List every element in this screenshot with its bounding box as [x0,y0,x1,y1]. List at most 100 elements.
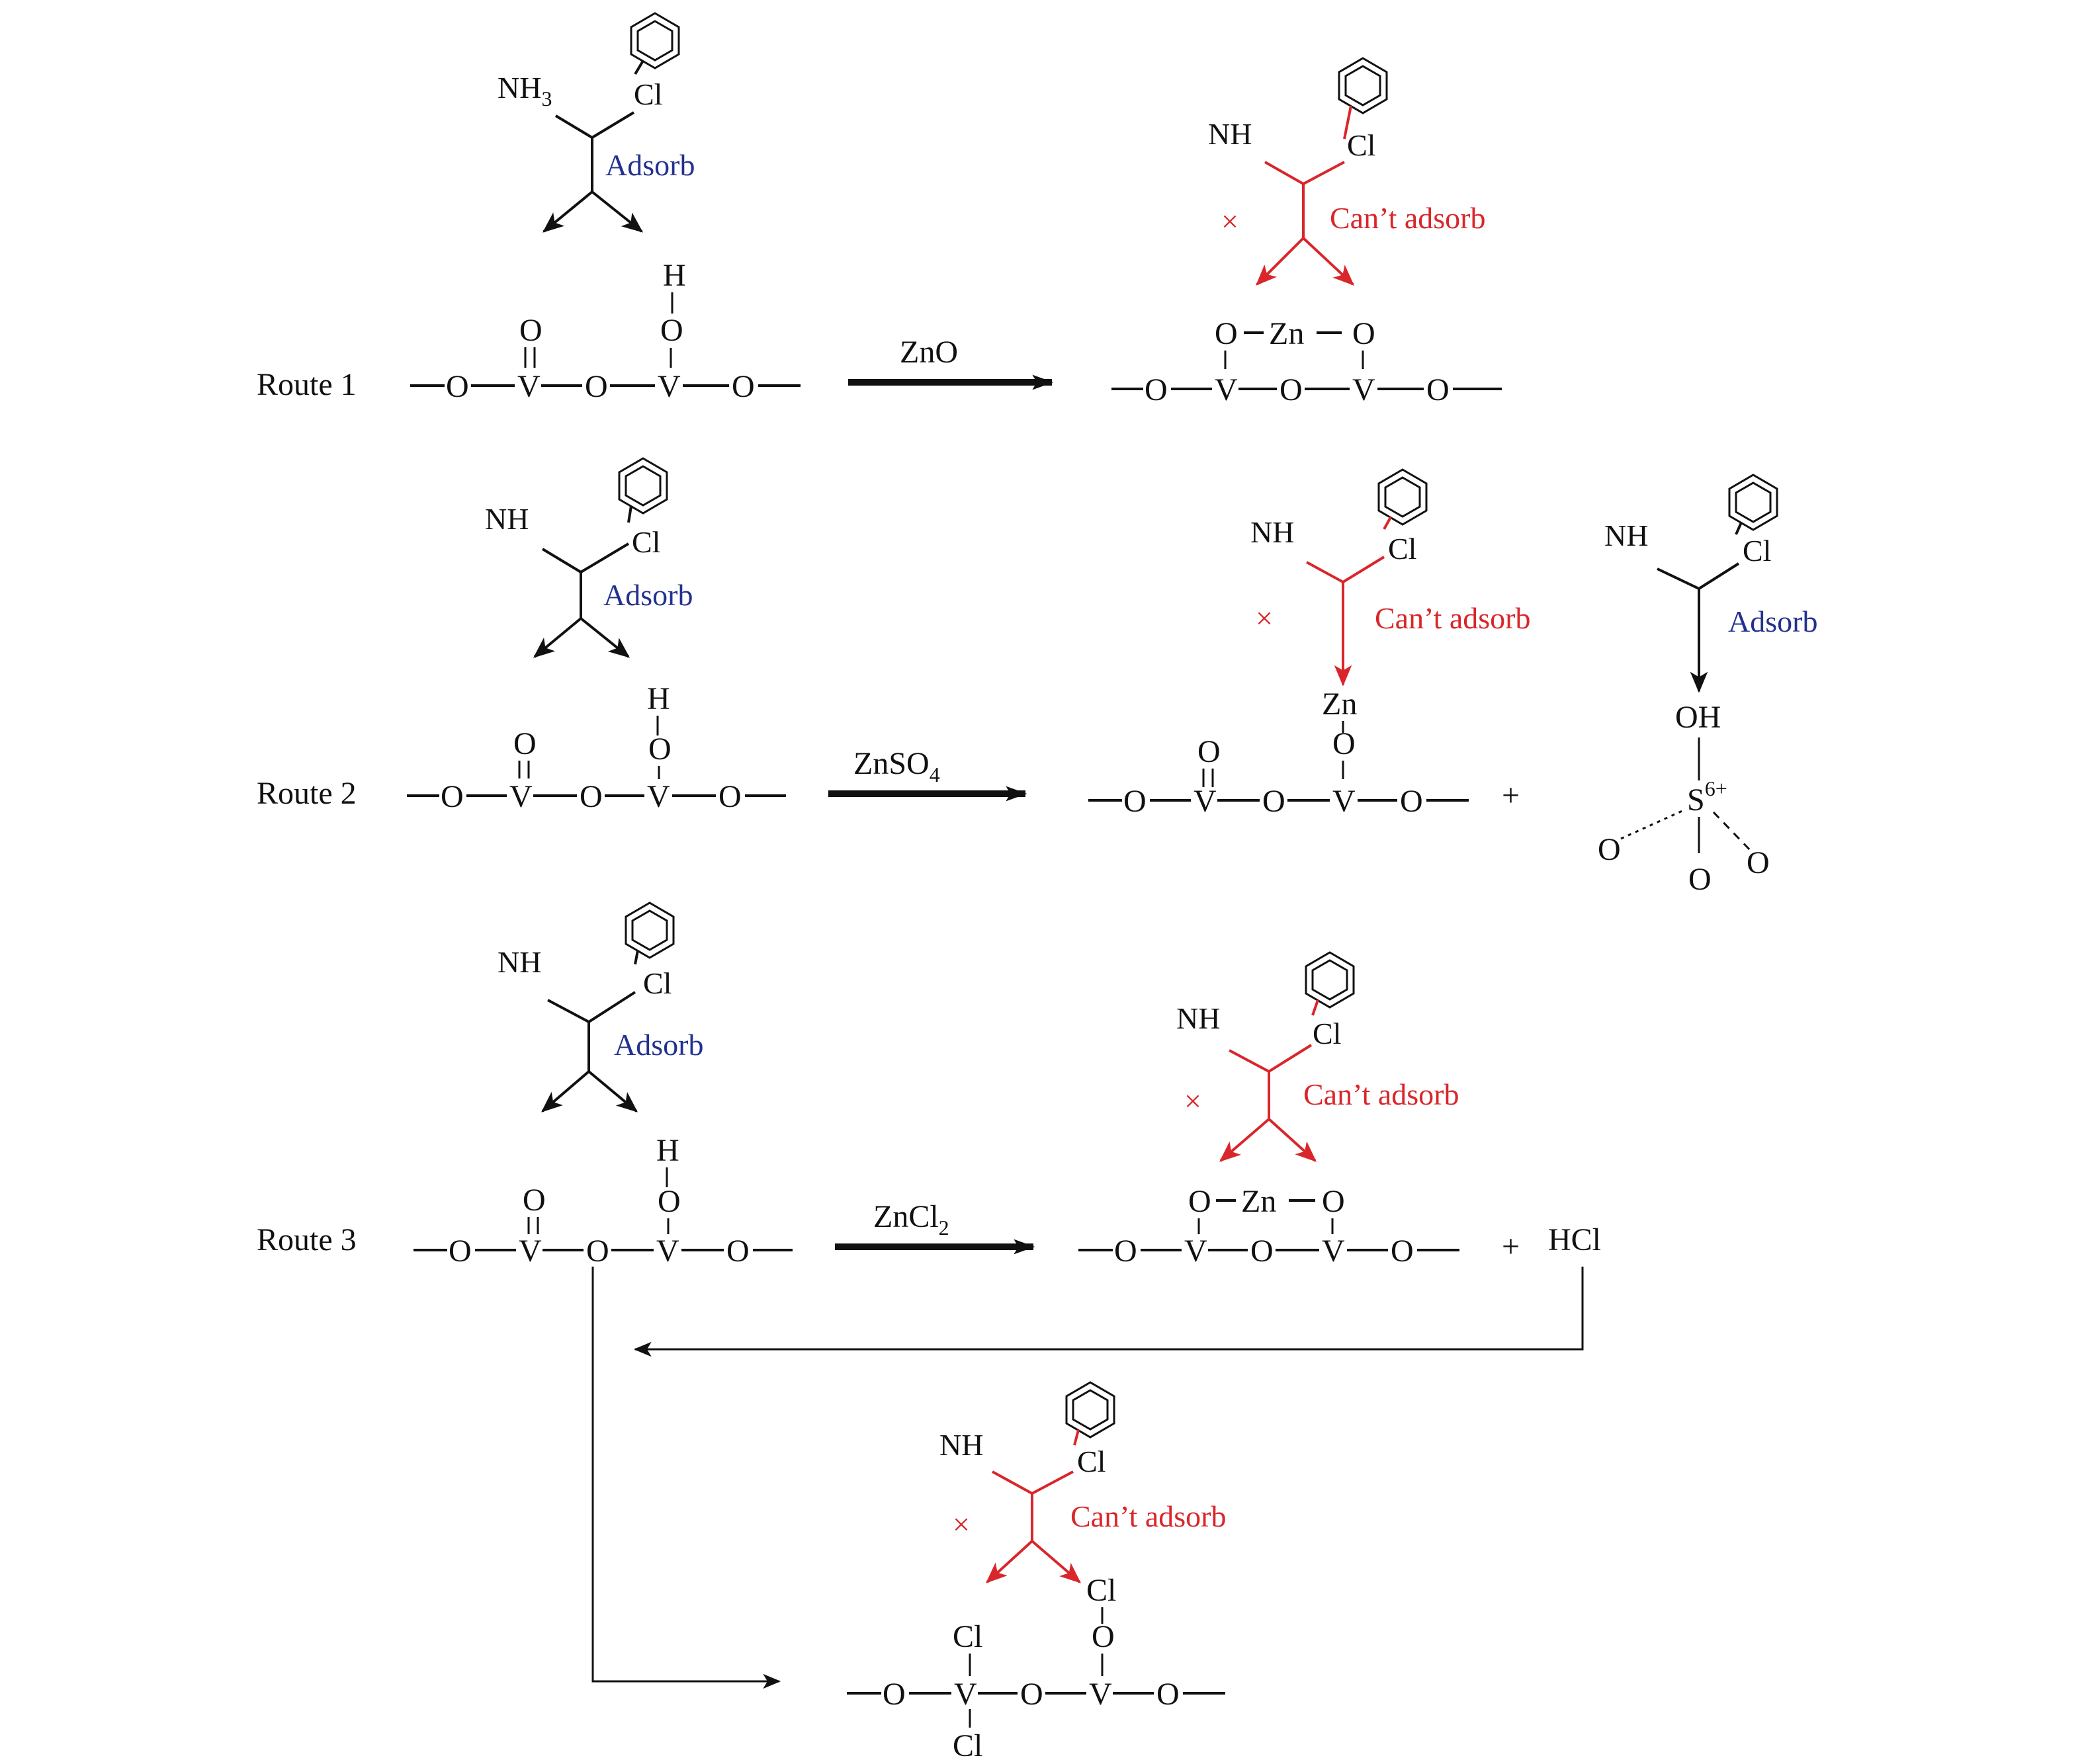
cant-adsorb-label: Can’t adsorb [1070,1499,1227,1533]
svg-text:Cl: Cl [643,966,672,1000]
vanadia-surface: O V O V O O O H [413,1133,793,1269]
svg-text:O: O [1352,316,1375,351]
svg-text:O: O [1156,1677,1180,1712]
svg-text:O: O [726,1234,750,1269]
svg-text:O: O [1322,1184,1345,1219]
reaction-arrow: ZnCl2 [835,1199,1035,1255]
adsorb-label: Adsorb [614,1028,703,1062]
svg-text:V: V [1332,784,1356,819]
adsorbate-molecule: Cl NH [485,457,668,658]
svg-text:NH: NH [1250,515,1294,549]
svg-text:Cl: Cl [1347,128,1375,162]
svg-text:O: O [1688,862,1712,897]
cant-adsorb-label: Can’t adsorb [1375,601,1531,635]
svg-text:NH: NH [939,1428,983,1462]
svg-text:O: O [1020,1677,1043,1712]
svg-text:O: O [660,313,683,348]
svg-text:NH: NH [485,502,529,536]
chlorine-label: Cl [634,77,662,111]
svg-text:V: V [656,1234,679,1269]
vanadia-surface: O V O V O O O H [407,681,786,814]
route-3-label: Route 3 [257,1222,357,1257]
cross-mark: × [1184,1084,1201,1118]
zinc-modified-surface: O V O V O O Zn O [1078,1184,1459,1269]
svg-text:Cl: Cl [1388,532,1416,566]
svg-text:O: O [580,779,603,814]
reagent-label: ZnO [900,335,958,370]
svg-text:O: O [1092,1619,1115,1654]
benzene-ring [630,12,680,69]
svg-text:V: V [519,1234,542,1269]
svg-text:O: O [1747,845,1770,880]
svg-text:V: V [954,1677,977,1712]
adsorbate-molecule: Cl NH [1176,951,1355,1162]
svg-text:V: V [1352,372,1375,407]
svg-text:O: O [1426,372,1450,407]
reagent-label: ZnSO4 [853,746,940,786]
adsorbate-molecule: Cl NH3 [498,12,680,233]
svg-text:O: O [1400,784,1423,819]
adsorb-label: Adsorb [1728,605,1817,638]
svg-text:NH: NH [1604,519,1648,552]
svg-text:V: V [1322,1234,1345,1269]
adsorbate-molecule: Cl NH [498,902,675,1113]
svg-text:O: O [1188,1184,1211,1219]
svg-text:O: O [1598,832,1621,867]
chlorination-path-arrow [591,1267,781,1689]
svg-text:NH: NH [498,945,541,979]
svg-text:H: H [663,258,686,293]
svg-text:V: V [509,779,533,814]
plus-sign: + [1502,778,1520,813]
svg-text:O: O [1391,1234,1414,1269]
svg-text:O: O [1215,316,1238,351]
svg-text:V: V [658,369,681,404]
svg-text:O: O [1145,372,1168,407]
cross-mark: × [1221,204,1238,238]
svg-text:Cl: Cl [632,525,660,559]
svg-text:NH: NH [1176,1001,1220,1035]
cant-adsorb-label: Can’t adsorb [1330,201,1486,235]
svg-text:Zn: Zn [1322,687,1357,722]
svg-text:V: V [1194,784,1217,819]
vanadia-surface: O V O V O O O H [410,258,801,404]
svg-text:O: O [1114,1234,1137,1269]
adsorbate-molecule: Cl NH [1604,474,1778,693]
svg-text:O: O [718,779,742,814]
svg-text:V: V [517,369,541,404]
adsorbate-molecule: Cl NH [939,1381,1115,1583]
adsorbate-molecule: Cl NH [1208,57,1388,286]
svg-text:Zn: Zn [1241,1184,1276,1219]
svg-text:O: O [513,726,537,761]
svg-text:O: O [523,1183,546,1218]
svg-text:S6+: S6+ [1687,777,1727,818]
svg-text:O: O [648,732,672,767]
svg-text:Zn: Zn [1269,316,1304,351]
svg-text:V: V [1184,1234,1207,1269]
hcl-feedback-arrow [633,1267,1584,1357]
svg-text:H: H [656,1133,679,1168]
svg-text:Cl: Cl [953,1728,982,1763]
svg-text:NH: NH [1208,117,1252,151]
svg-text:V: V [1089,1677,1112,1712]
reagent-label: ZnCl2 [873,1199,949,1239]
svg-text:Cl: Cl [1743,534,1771,567]
route-1-label: Route 1 [257,367,357,402]
svg-text:O: O [1262,784,1285,819]
hcl-label: HCl [1548,1222,1601,1257]
svg-text:Cl: Cl [953,1619,982,1654]
svg-text:O: O [1250,1234,1274,1269]
svg-text:H: H [647,681,670,716]
chlorinated-surface: O V O V O Cl Cl Cl O [847,1573,1225,1763]
plus-sign: + [1502,1229,1520,1264]
svg-text:O: O [585,369,608,404]
svg-text:O: O [1123,784,1147,819]
svg-text:Cl: Cl [1313,1017,1341,1050]
svg-text:Cl: Cl [1077,1445,1106,1478]
svg-text:Cl: Cl [1086,1573,1116,1608]
route-2-label: Route 2 [257,776,357,811]
svg-text:O: O [519,313,543,348]
svg-text:OH: OH [1675,700,1721,735]
reaction-arrow: ZnSO4 [828,746,1027,802]
svg-text:O: O [883,1677,906,1712]
